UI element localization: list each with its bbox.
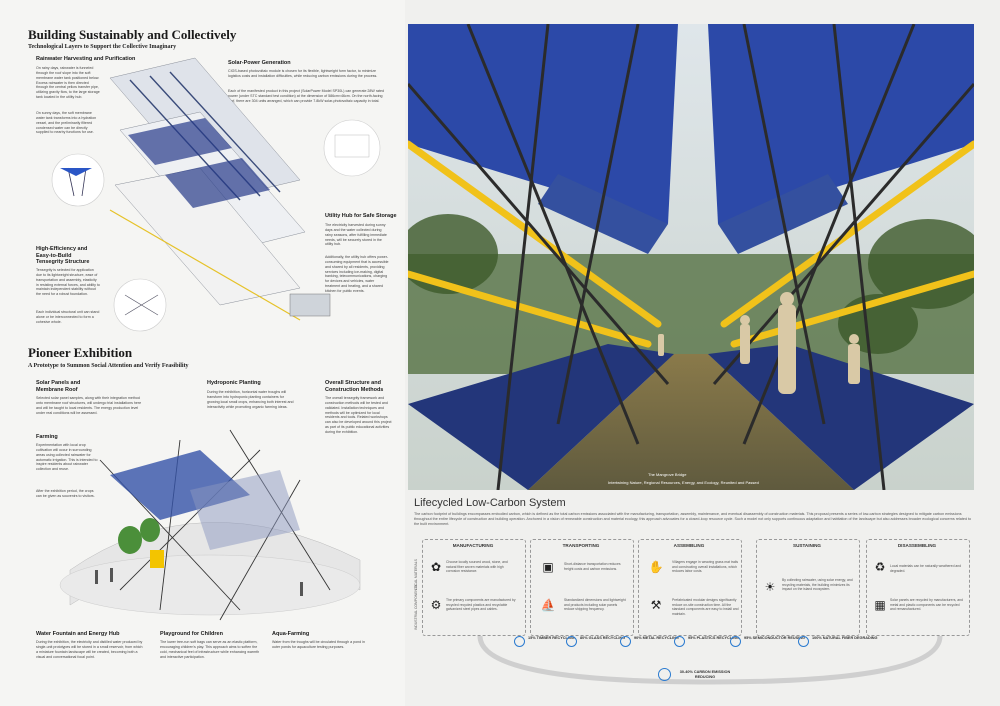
reduction-text: 30-40% CARBON EMISSION REDUCING bbox=[679, 670, 731, 679]
ship-icon: ⛵ bbox=[540, 598, 556, 612]
rate-ring-metal bbox=[620, 636, 631, 647]
left-panel: Building Sustainably and Collectively Te… bbox=[0, 0, 405, 706]
lifecycle-title: Lifecycled Low-Carbon System bbox=[414, 497, 566, 509]
assembling-local-text: Villagers engage in weaving grass mat tr… bbox=[672, 560, 739, 574]
disassembling-local-text: Local materials can be naturally weather… bbox=[890, 564, 962, 573]
rate-ring-fiber bbox=[798, 636, 809, 647]
farming-text: Experimentation with local crop cultivat… bbox=[36, 443, 98, 472]
stage-title-assembling: ASSEMBLING bbox=[673, 543, 705, 548]
overall-text: The overall tensegrity framework and con… bbox=[325, 396, 392, 434]
solar-text: CIGS-based photovoltaic module is chosen… bbox=[228, 69, 378, 78]
hydro-text: During the exhibition, horizontal water … bbox=[207, 390, 294, 409]
section-subtitle-pioneer: A Prototype to Summon Social Attention a… bbox=[28, 363, 189, 369]
solar-title: Solar-Power Generation bbox=[228, 60, 291, 66]
rate-ring-semiconductor bbox=[730, 636, 741, 647]
stage-assembling bbox=[638, 539, 742, 636]
tensegrity-text-2: Each individual structural unit can stan… bbox=[36, 310, 100, 324]
rate-timber: 15% TIMBER RECYCLING bbox=[528, 636, 575, 640]
mangrove-bridge-render: The Mangrove Bridge Intertwining Nature,… bbox=[408, 24, 974, 490]
stage-disassembling bbox=[866, 539, 970, 636]
stage-transporting bbox=[530, 539, 634, 636]
rate-ring-timber bbox=[514, 636, 525, 647]
cycle-arrow bbox=[477, 635, 943, 685]
exhibition-illustration bbox=[59, 429, 361, 621]
rate-glass: 80% GLASS RECYCLING bbox=[580, 636, 626, 640]
section-title-pioneer: Pioneer Exhibition bbox=[28, 345, 133, 360]
panels-title: Solar Panels and Membrane Roof bbox=[36, 380, 81, 393]
rain-title: Rainwater Harvesting and Purification bbox=[36, 56, 136, 62]
sun-icon: ☀ bbox=[764, 580, 776, 594]
stage-title-disassembling: DISASSEMBLING bbox=[897, 543, 937, 548]
tensegrity-text: Tensegrity is selected for application d… bbox=[36, 268, 100, 297]
recycle-icon: ♻ bbox=[874, 560, 886, 574]
page-title: Building Sustainably and Collectively bbox=[28, 27, 237, 42]
manufacturing-local-text: Choose locally sourced wood, stone, and … bbox=[446, 560, 508, 574]
truck-icon: ▣ bbox=[542, 560, 554, 574]
panels-text: Selected solar panel samples, along with… bbox=[36, 396, 142, 415]
rate-semiconductor: 95% SEMICONDUCTOR REUSING bbox=[744, 636, 805, 640]
photo-caption-2: Intertwining Nature, Regional Resources,… bbox=[608, 480, 759, 485]
utility-text: The electricity harvested during sunny d… bbox=[325, 223, 387, 247]
gear-icon: ⚙ bbox=[430, 598, 442, 612]
rate-ring-glass bbox=[566, 636, 577, 647]
stage-manufacturing bbox=[422, 539, 526, 636]
transporting-local-text: Short-distance transportation reduces fr… bbox=[564, 562, 621, 571]
rain-text-2: On sunny days, the soft membrane water t… bbox=[36, 111, 97, 135]
reduction-ring bbox=[658, 668, 671, 681]
solar-text-2: Each of the manifested product in this p… bbox=[228, 89, 385, 103]
rate-metal: 90% METAL RECYCLING bbox=[634, 636, 679, 640]
row-label-industrial: INDUSTRIAL COMPONENTS bbox=[414, 584, 418, 630]
farming-title: Farming bbox=[36, 434, 58, 440]
rate-plastics: 95% PLASTICS RECYCLING bbox=[688, 636, 739, 640]
factory-icon: ▦ bbox=[874, 598, 886, 612]
utility-title: Utility Hub for Safe Storage bbox=[325, 213, 397, 219]
playground-text: The lower tree-run soft bags can serve a… bbox=[160, 640, 260, 659]
stage-title-sustaining: SUSTAINING bbox=[793, 543, 821, 548]
overall-title: Overall Structure and Construction Metho… bbox=[325, 380, 384, 393]
rate-ring-plastics bbox=[674, 636, 685, 647]
disassembling-industrial-text: Solar panels are recycled by manufacture… bbox=[890, 598, 963, 612]
stage-title-transporting: TRANSPORTING bbox=[562, 543, 600, 548]
tools-icon: ⚒ bbox=[650, 598, 662, 612]
manufacturing-industrial-text: The primary components are manufactured … bbox=[446, 598, 516, 612]
transporting-industrial-text: Standardized dimensions and lightweight … bbox=[564, 598, 626, 612]
sustaining-text: By collecting rainwater, using solar ene… bbox=[782, 578, 853, 592]
aqua-title: Aqua-Farming bbox=[272, 631, 310, 637]
hydro-title: Hydroponic Planting bbox=[207, 380, 261, 386]
assembling-industrial-text: Prefabricated modular designs significan… bbox=[672, 598, 739, 616]
hand-icon: ✋ bbox=[648, 560, 664, 574]
lifecycle-text: The carbon footprint of buildings encomp… bbox=[414, 512, 972, 527]
stage-title-manufacturing: MANUFACTURING bbox=[452, 543, 494, 548]
fountain-text: During the exhibition, the electricity a… bbox=[36, 640, 143, 659]
rain-text: On rainy days, rainwater is funneled thr… bbox=[36, 66, 100, 100]
farming-text-2: After the exhibition period, the crops c… bbox=[36, 489, 95, 498]
rate-fiber: 100% NATURAL FIBER DEGRADING bbox=[812, 636, 878, 640]
tensegrity-title: High-Efficiency and Easy-to-Build Tenseg… bbox=[36, 246, 90, 266]
stage-sustaining bbox=[756, 539, 860, 636]
playground-title: Playground for Children bbox=[160, 631, 223, 637]
utility-text-2: Additionally, the utility hub offers pow… bbox=[325, 255, 389, 293]
photo-caption: The Mangrove Bridge bbox=[648, 472, 687, 477]
fountain-title: Water Fountain and Energy Hub bbox=[36, 631, 120, 637]
aqua-text: Water from the troughs will be circulate… bbox=[272, 640, 365, 649]
leaf-icon: ✿ bbox=[430, 560, 442, 574]
page-subtitle: Technological Layers to Support the Coll… bbox=[28, 44, 177, 50]
roof-diagram bbox=[51, 57, 381, 332]
